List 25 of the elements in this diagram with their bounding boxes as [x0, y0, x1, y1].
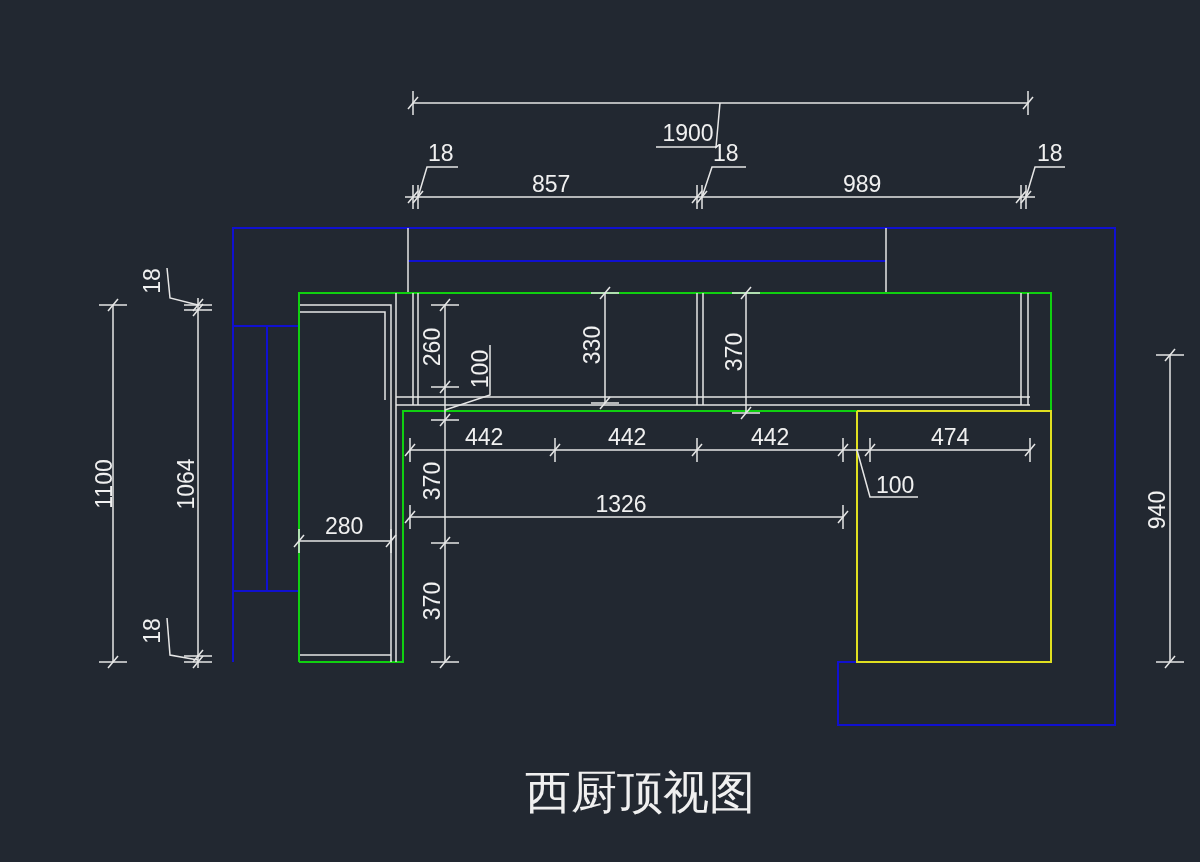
- dimension-label: 442: [608, 425, 647, 449]
- dimension-label: 100: [468, 349, 493, 389]
- dimension-label: 442: [751, 425, 790, 449]
- dimension-label: 370: [420, 581, 445, 621]
- dimension-label: 280: [325, 514, 364, 538]
- dimension-label: 1326: [595, 492, 647, 516]
- dimension-label: 1064: [173, 458, 198, 510]
- dimension-label: 474: [931, 425, 970, 449]
- dimension-label: 1100: [91, 459, 116, 509]
- dimension-label: 1900: [662, 121, 714, 145]
- dimension-label: 18: [139, 268, 164, 294]
- dimension-label: 18: [428, 141, 454, 165]
- dimension-label: 940: [1145, 490, 1170, 530]
- dimension-label: 330: [580, 325, 605, 365]
- dimension-label: 370: [420, 461, 445, 501]
- drawing-title: 西厨顶视图: [525, 766, 755, 818]
- dimension-label: 442: [465, 425, 504, 449]
- dimension-label: 18: [713, 141, 739, 165]
- dimension-label: 370: [722, 332, 747, 372]
- dimension-label: 857: [532, 172, 571, 196]
- dimension-label: 18: [139, 618, 164, 644]
- dimension-label: 989: [843, 172, 882, 196]
- dimension-label: 100: [876, 473, 915, 497]
- dimension-label: 18: [1037, 141, 1063, 165]
- dimension-label: 260: [420, 327, 445, 367]
